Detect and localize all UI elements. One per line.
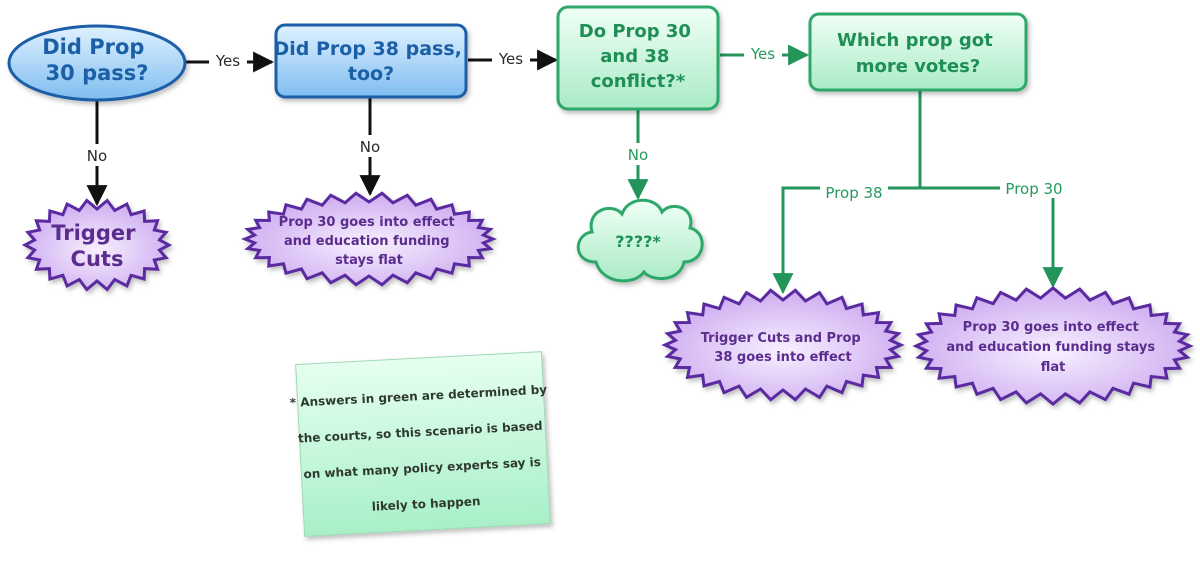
- outcome-trigger-prop38: Trigger Cuts and Prop 38 goes into effec…: [661, 288, 905, 402]
- outcome-unknown-text: ????*: [615, 232, 661, 251]
- edge-q4-prop30: [920, 186, 1064, 289]
- edge-label-q1-q2: Yes: [215, 52, 240, 70]
- outcome-trigger-prop38-text: Trigger Cuts and Prop 38 goes into effec…: [701, 331, 866, 365]
- node-q3-text: Do Prop 30 and 38 conflict?*: [579, 21, 698, 92]
- node-q1: Did Prop 30 pass?: [7, 24, 187, 102]
- edges: Yes Yes Yes No No No Prop 38 Prop 30: [80, 43, 1068, 295]
- edge-label-q4-prop38: Prop 38: [825, 184, 882, 202]
- node-q4: Which prop got more votes?: [808, 12, 1028, 92]
- footnote-card: * Answers in green are determined by the…: [289, 351, 551, 537]
- outcome-prop30-flat-a-text: Prop 30 goes into effect and education f…: [279, 215, 460, 268]
- outcome-unknown-cloud: ????*: [576, 198, 704, 283]
- edge-label-q2-no: No: [360, 138, 380, 156]
- node-q2-text: Did Prop 38 pass, too?: [273, 38, 468, 85]
- outcome-prop30-flat-a: Prop 30 goes into effect and education f…: [241, 191, 497, 287]
- node-q4-text: Which prop got more votes?: [837, 30, 999, 77]
- edge-label-q1-no: No: [87, 147, 107, 165]
- edge-label-q3-no: No: [628, 146, 648, 164]
- edge-label-q3-q4: Yes: [750, 45, 775, 63]
- outcome-trigger-cuts-text: Trigger Cuts: [51, 221, 143, 271]
- node-q2: Did Prop 38 pass, too?: [273, 23, 468, 99]
- edge-label-q2-q3: Yes: [498, 50, 523, 68]
- outcome-prop30-flat-b: Prop 30 goes into effect and education f…: [912, 286, 1194, 406]
- node-q1-text: Did Prop 30 pass?: [42, 35, 152, 85]
- outcome-prop30-flat-b-text: Prop 30 goes into effect and education f…: [946, 320, 1159, 375]
- outcome-trigger-cuts: Trigger Cuts: [21, 198, 173, 292]
- edge-label-q4-prop30: Prop 30: [1005, 180, 1062, 198]
- node-q3: Do Prop 30 and 38 conflict?*: [556, 5, 720, 111]
